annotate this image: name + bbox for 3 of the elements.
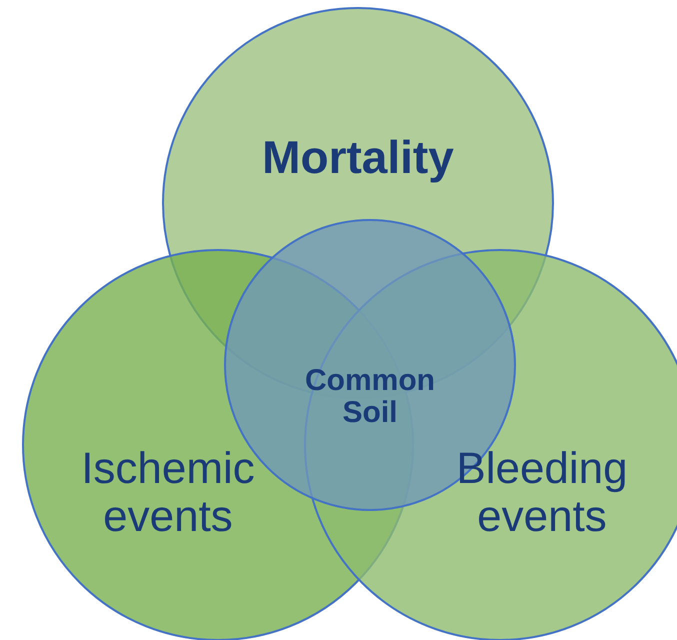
- circle-label: Ischemic events: [80, 445, 256, 540]
- circle-label: Common Soil: [304, 365, 436, 430]
- circle-label: Mortality: [261, 133, 455, 183]
